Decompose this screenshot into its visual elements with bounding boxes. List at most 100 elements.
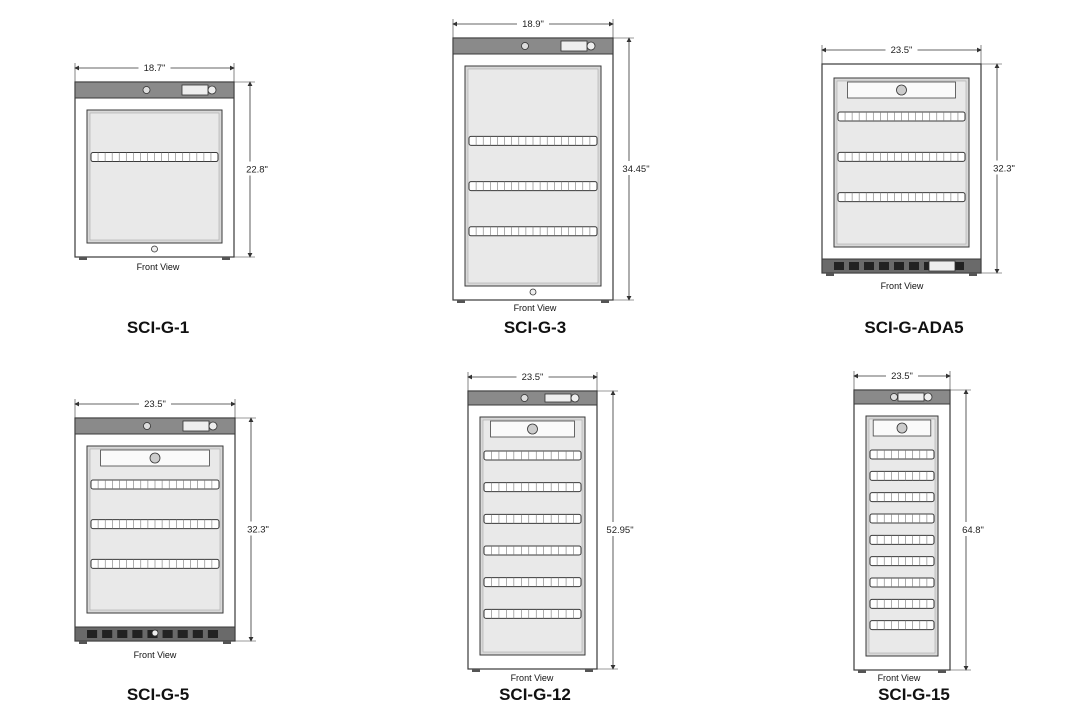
front-view-caption: Front View: [878, 673, 921, 683]
model-name: SCI-G-ADA5: [864, 318, 963, 337]
foot: [585, 669, 593, 672]
model-name: SCI-G-5: [127, 685, 189, 704]
width-label-bg: [139, 397, 171, 409]
door-lock-icon: [529, 288, 537, 296]
height-label-bg: [617, 161, 657, 175]
height-label: 64.8": [962, 525, 984, 536]
foot: [472, 669, 480, 672]
height-label-bg: [239, 521, 279, 536]
display-button: [923, 392, 933, 402]
fan-icon: [527, 423, 538, 435]
fan-icon: [896, 422, 908, 434]
width-label: 23.5": [891, 371, 913, 382]
temperature-display: [181, 84, 209, 96]
vent-slot: [909, 262, 919, 270]
width-label: 18.9": [522, 19, 544, 30]
display-button: [586, 41, 596, 51]
vent-slot: [954, 262, 964, 270]
width-label-bg: [885, 43, 918, 55]
width-label: 18.7": [144, 63, 166, 74]
model-name: SCI-G-12: [499, 685, 571, 704]
width-label: 23.5": [891, 45, 913, 56]
height-label-bg: [238, 161, 278, 176]
vent-slot: [132, 630, 143, 638]
vent-slot: [864, 262, 874, 270]
vent-slot: [102, 630, 113, 638]
wire-shelf: [483, 545, 582, 556]
model-name: SCI-G-3: [504, 318, 566, 337]
vent-slot: [894, 262, 904, 270]
display-button: [570, 393, 580, 403]
foot: [222, 257, 230, 260]
wire-shelf: [869, 598, 935, 609]
width-label: 23.5": [522, 372, 544, 383]
model-name: SCI-G-1: [127, 318, 189, 337]
width-label: 23.5": [144, 399, 166, 410]
lock-icon: [521, 42, 529, 50]
foot: [858, 670, 866, 673]
foot: [969, 273, 977, 276]
model-name: SCI-G-15: [878, 685, 950, 704]
foot: [457, 300, 465, 303]
display-button: [207, 85, 217, 95]
wire-shelf: [483, 450, 582, 461]
foot: [79, 257, 87, 260]
width-label-bg: [886, 369, 918, 381]
wire-shelf: [869, 449, 935, 460]
lock-icon: [143, 422, 151, 430]
front-view-caption: Front View: [881, 281, 924, 291]
wire-shelf: [869, 470, 935, 481]
width-label-bg: [138, 61, 171, 73]
height-label: 22.8": [246, 165, 268, 176]
door-lock-icon: [151, 245, 158, 253]
vent-slot: [192, 630, 203, 638]
height-label: 52.95": [606, 525, 633, 536]
vent-slot: [834, 262, 844, 270]
height-label-bg: [985, 160, 1025, 175]
fan-icon: [896, 84, 907, 96]
interior-liner: [836, 80, 967, 245]
wire-shelf: [869, 556, 935, 567]
lock-icon: [142, 86, 151, 94]
display-button: [208, 421, 218, 431]
wire-shelf: [483, 482, 582, 493]
vent-slot: [87, 630, 98, 638]
vent-slot: [117, 630, 128, 638]
wire-shelf: [483, 577, 582, 588]
height-label: 32.3": [247, 525, 269, 536]
wire-shelf: [483, 608, 582, 619]
temperature-display: [897, 392, 925, 402]
vent-slot: [207, 630, 218, 638]
temperature-display: [182, 420, 210, 432]
temperature-display: [560, 40, 588, 52]
fan-icon: [149, 452, 161, 464]
interior-liner: [89, 112, 220, 241]
vent-slot: [162, 630, 173, 638]
foot: [79, 641, 87, 644]
width-label-bg: [516, 370, 549, 382]
vent-slot: [849, 262, 859, 270]
foot: [223, 641, 231, 644]
wire-shelf: [869, 620, 935, 631]
height-label: 34.45": [622, 164, 649, 175]
foot: [938, 670, 946, 673]
wire-shelf: [869, 577, 935, 588]
door-lock-icon: [151, 629, 159, 637]
wire-shelf: [869, 513, 935, 524]
foot: [826, 273, 834, 276]
foot: [601, 300, 609, 303]
vent-slot: [177, 630, 188, 638]
front-view-caption: Front View: [134, 650, 177, 660]
lock-icon: [890, 393, 898, 401]
wire-shelf: [869, 492, 935, 503]
interior-liner: [89, 448, 221, 611]
front-view-caption: Front View: [511, 673, 554, 683]
front-view-caption: Front View: [137, 262, 180, 272]
height-label-bg: [601, 522, 641, 536]
